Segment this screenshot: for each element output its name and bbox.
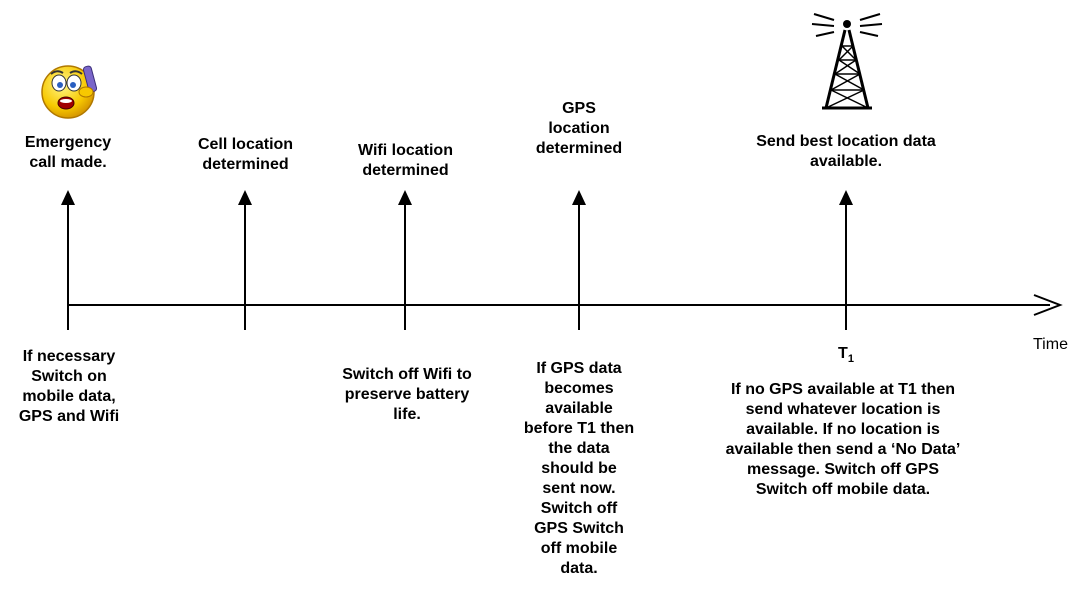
event-label-cell: Cell location determined (197, 136, 294, 173)
event-arrowhead-cell (238, 190, 252, 205)
event-label-send: Send best location data available. (756, 133, 936, 170)
event-label-emergency: Emergency call made. (24, 134, 112, 171)
event-label-gps: GPS location determined (535, 100, 623, 157)
event-arrowhead-gps (572, 190, 586, 205)
worried-face-phone-icon (41, 65, 98, 119)
event-arrowhead-emergency (61, 190, 75, 205)
event-arrowhead-send (839, 190, 853, 205)
event-note-gps: If GPS data becomes available before T1 … (523, 360, 635, 577)
radio-tower-icon (811, 13, 883, 110)
t1-marker-label: T1 (826, 344, 866, 369)
event-label-wifi: Wifi location determined (358, 142, 453, 179)
event-note-emergency: If necessary Switch on mobile data, GPS … (18, 348, 120, 425)
event-arrowhead-wifi (398, 190, 412, 205)
axis-label-time: Time (1033, 336, 1068, 353)
time-axis-arrowhead (1033, 294, 1063, 316)
event-note-send: If no GPS available at T1 then send what… (725, 381, 961, 498)
event-note-wifi: Switch off Wifi to preserve battery life… (342, 366, 472, 423)
t1-subscript: 1 (847, 353, 854, 366)
t1-label: T (838, 345, 848, 362)
